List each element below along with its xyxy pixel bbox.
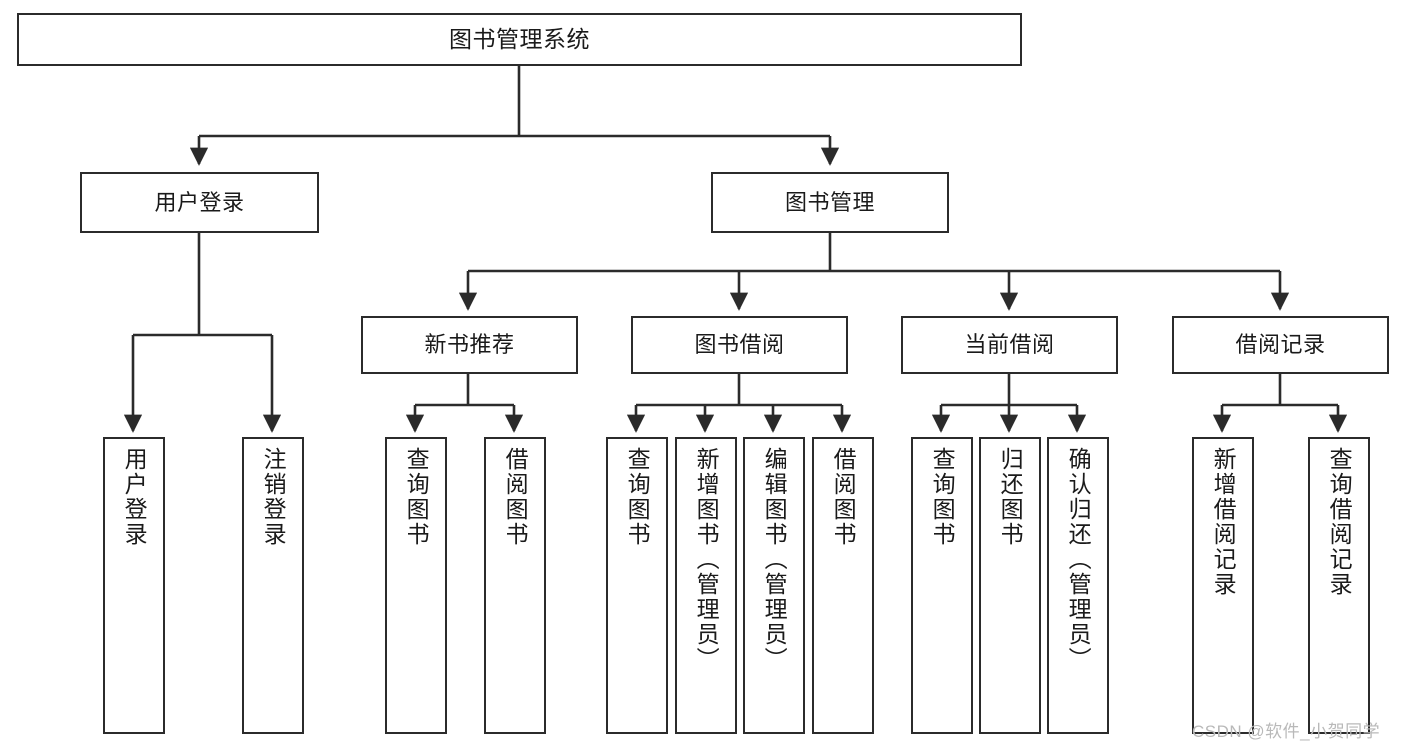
node-label: 注销登录 bbox=[260, 447, 287, 547]
node-label: 借阅图书 bbox=[830, 447, 857, 547]
node-current-borrow[interactable]: 当前借阅 bbox=[901, 316, 1118, 374]
node-label: 编辑图书（管理员） bbox=[761, 447, 788, 672]
node-leaf-query-borrow-record[interactable]: 查询借阅记录 bbox=[1308, 437, 1370, 734]
node-label: 当前借阅 bbox=[964, 332, 1055, 358]
node-leaf-borrow-book-borrow[interactable]: 借阅图书 bbox=[812, 437, 874, 734]
node-label: 图书管理系统 bbox=[449, 25, 590, 52]
node-leaf-query-book-borrow[interactable]: 查询图书 bbox=[606, 437, 668, 734]
node-leaf-borrow-book-recommend[interactable]: 借阅图书 bbox=[484, 437, 546, 734]
node-label: 图书管理 bbox=[784, 189, 875, 215]
node-borrow-record[interactable]: 借阅记录 bbox=[1172, 316, 1389, 374]
node-leaf-edit-book-admin[interactable]: 编辑图书（管理员） bbox=[743, 437, 805, 734]
node-label: 借阅记录 bbox=[1235, 332, 1326, 358]
node-label: 借阅图书 bbox=[502, 447, 529, 547]
node-leaf-user-login[interactable]: 用户登录 bbox=[103, 437, 165, 734]
node-label: 确认归还（管理员） bbox=[1065, 447, 1092, 672]
node-leaf-add-borrow-record[interactable]: 新增借阅记录 bbox=[1192, 437, 1254, 734]
node-label: 用户登录 bbox=[121, 447, 148, 547]
node-leaf-return-book[interactable]: 归还图书 bbox=[979, 437, 1041, 734]
node-label: 新增借阅记录 bbox=[1210, 447, 1237, 597]
node-leaf-add-book-admin[interactable]: 新增图书（管理员） bbox=[675, 437, 737, 734]
node-label: 查询图书 bbox=[929, 447, 956, 547]
node-book-manage[interactable]: 图书管理 bbox=[711, 172, 949, 233]
node-label: 图书借阅 bbox=[694, 332, 785, 358]
node-book-borrow[interactable]: 图书借阅 bbox=[631, 316, 848, 374]
node-label: 查询图书 bbox=[624, 447, 651, 547]
node-leaf-confirm-return-admin[interactable]: 确认归还（管理员） bbox=[1047, 437, 1109, 734]
node-label: 新书推荐 bbox=[424, 332, 515, 358]
node-leaf-query-book-current[interactable]: 查询图书 bbox=[911, 437, 973, 734]
node-label: 查询借阅记录 bbox=[1326, 447, 1353, 597]
node-label: 归还图书 bbox=[997, 447, 1024, 547]
node-new-book-recommend[interactable]: 新书推荐 bbox=[361, 316, 578, 374]
node-root-system[interactable]: 图书管理系统 bbox=[17, 13, 1022, 66]
node-label: 新增图书（管理员） bbox=[693, 447, 720, 672]
node-user-login[interactable]: 用户登录 bbox=[80, 172, 319, 233]
node-leaf-query-book-recommend[interactable]: 查询图书 bbox=[385, 437, 447, 734]
node-label: 用户登录 bbox=[154, 189, 245, 215]
node-label: 查询图书 bbox=[403, 447, 430, 547]
node-leaf-logout-login[interactable]: 注销登录 bbox=[242, 437, 304, 734]
csdn-watermark: CSDN @软件_小贺同学 bbox=[1192, 722, 1381, 741]
